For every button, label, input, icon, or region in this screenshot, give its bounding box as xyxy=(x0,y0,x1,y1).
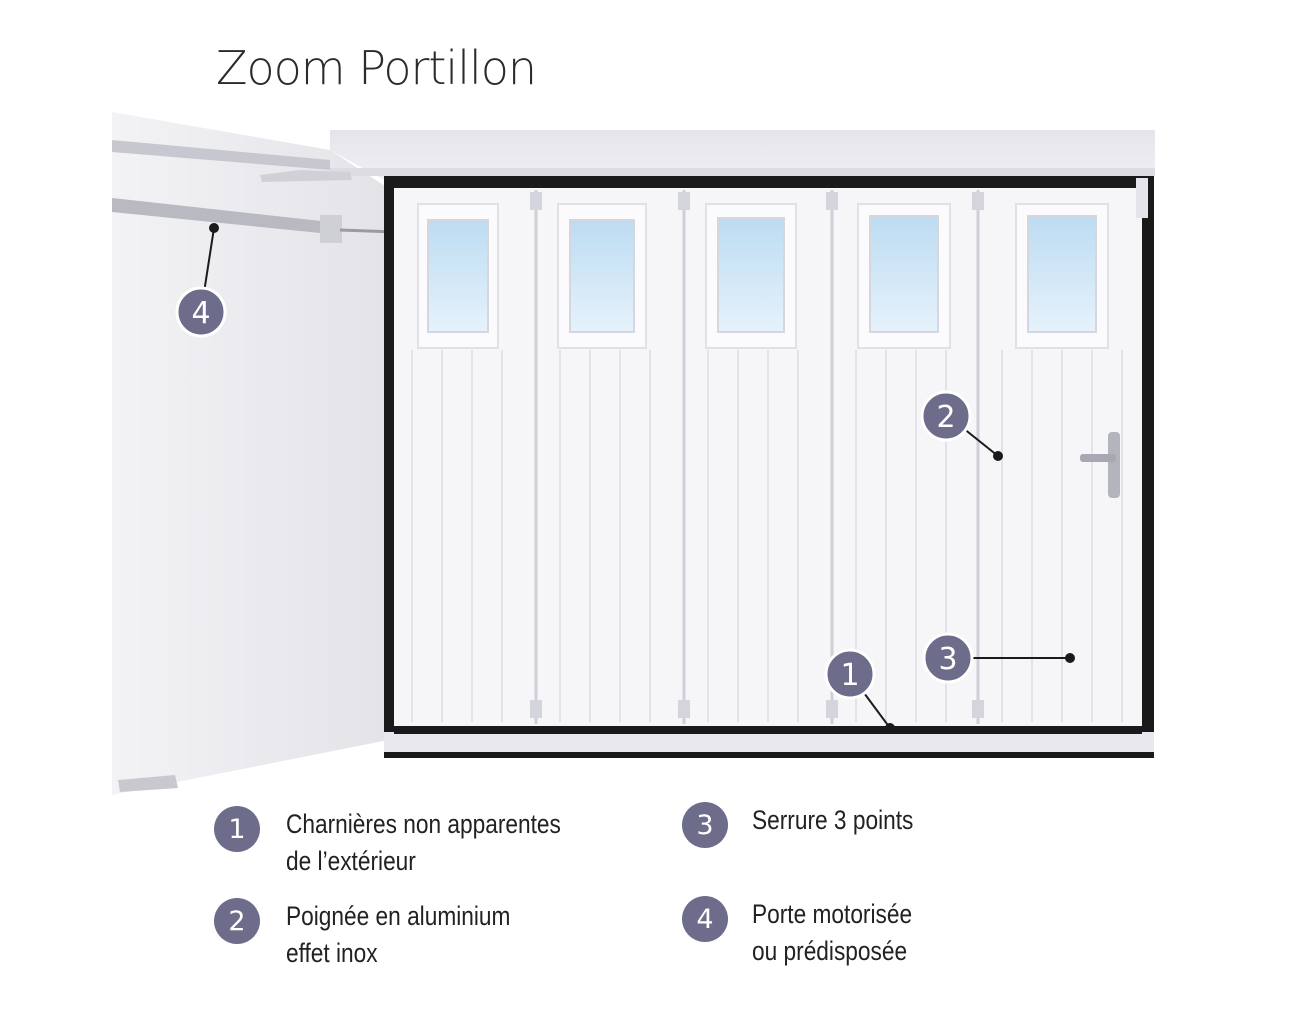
callout-2: 2 xyxy=(920,390,972,442)
side-wall xyxy=(112,112,388,795)
door-sill xyxy=(384,732,1154,752)
callout-1: 1 xyxy=(824,648,876,700)
callout-4: 4 xyxy=(175,286,227,338)
legend-text-1-line1: Charnières non apparentes xyxy=(286,809,561,839)
windows xyxy=(417,203,1109,349)
motor-bracket xyxy=(320,215,342,243)
legend-num-2: 2 xyxy=(214,898,260,944)
legend-text-2-line2: effet inox xyxy=(286,938,378,968)
legend-text-2-line1: Poignée en aluminium xyxy=(286,901,511,931)
legend-num-4: 4 xyxy=(682,896,728,942)
panel-seams xyxy=(534,190,980,724)
callout-3-num: 3 xyxy=(938,642,957,677)
hinges xyxy=(530,192,984,718)
top-pivot xyxy=(1136,178,1148,218)
callout-3: 3 xyxy=(922,632,974,684)
callout-2-num: 2 xyxy=(936,400,955,435)
motor-rail-top xyxy=(112,140,330,170)
legend-text-4-line2: ou prédisposée xyxy=(752,936,908,966)
legend-num-1: 1 xyxy=(214,806,260,852)
motor-rail-bottom xyxy=(112,198,330,234)
callout-4-num: 4 xyxy=(191,296,210,331)
door-handle xyxy=(1080,432,1120,498)
legend-num-3: 3 xyxy=(682,802,728,848)
page-title: Zoom Portillon xyxy=(216,41,537,95)
legend-text-1-line2: de l’extérieur xyxy=(286,846,416,876)
callout-1-num: 1 xyxy=(840,658,859,693)
legend-text-3-line1: Serrure 3 points xyxy=(752,805,914,835)
legend-text-4-line1: Porte motorisée xyxy=(752,899,913,929)
ceiling-rail xyxy=(330,168,1155,176)
